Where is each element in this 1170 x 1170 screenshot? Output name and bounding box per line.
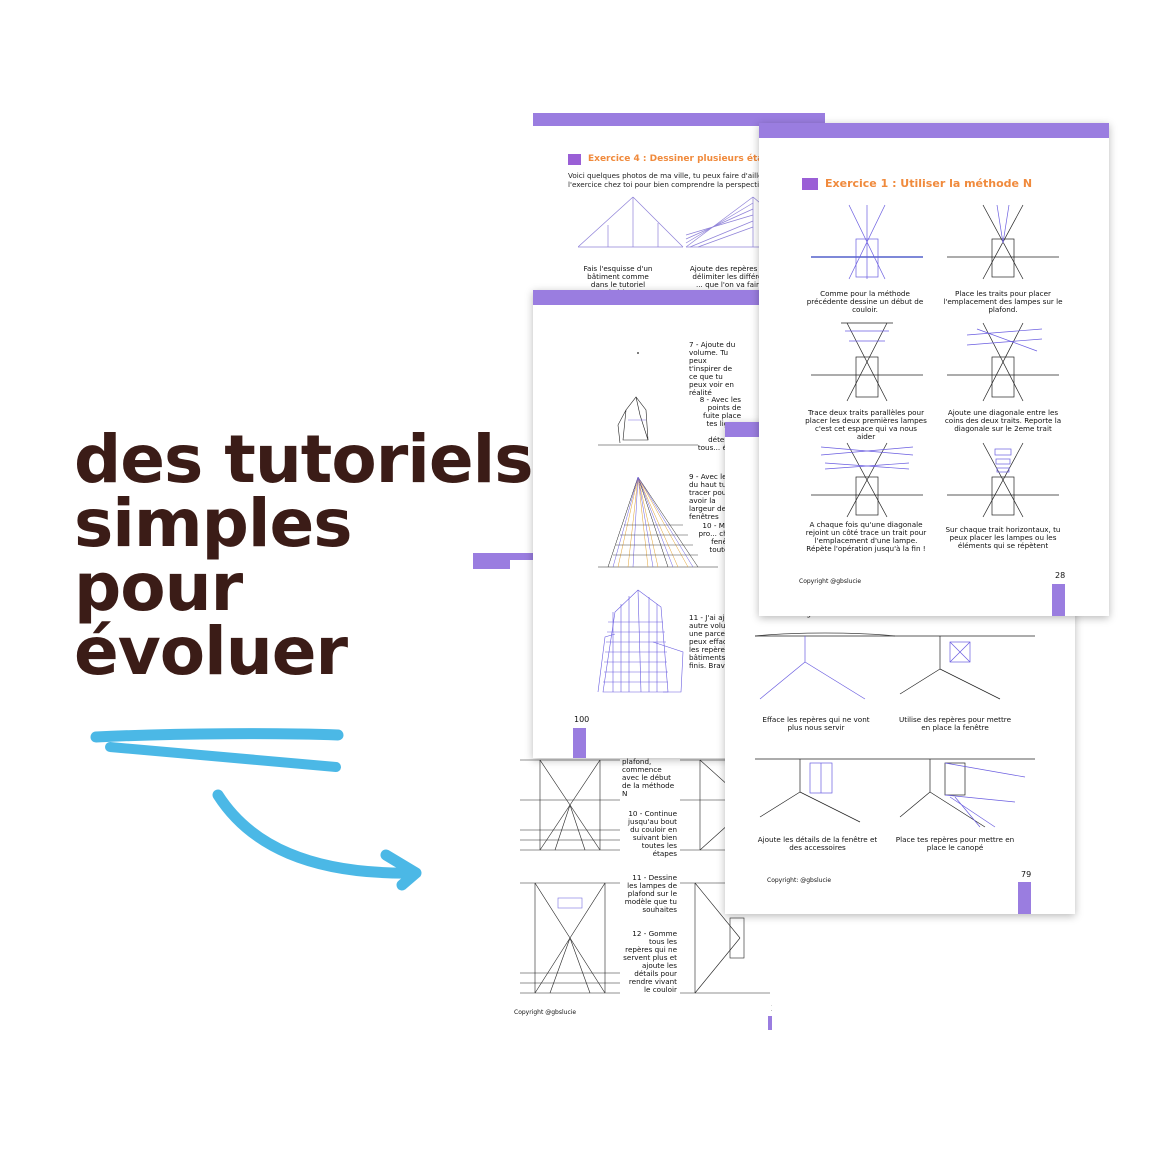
page-header-bar bbox=[533, 290, 783, 305]
corridor-sketch bbox=[520, 759, 620, 851]
page-header-bar bbox=[533, 113, 825, 126]
page-header-bar bbox=[725, 422, 763, 437]
copyright: Copyright: @gbslucie bbox=[767, 877, 832, 884]
headline-line-1: des tutoriels bbox=[74, 421, 534, 498]
page-number: 79 bbox=[1021, 870, 1032, 879]
headline: des tutoriels simples pour évoluer bbox=[74, 421, 534, 690]
perspective-sketch bbox=[755, 632, 895, 700]
building-sketch bbox=[598, 396, 698, 446]
corridor-sketch bbox=[811, 204, 923, 280]
page-number: 31 bbox=[771, 1004, 772, 1013]
step-text: 10 - Continue jusqu'au bout du couloir e… bbox=[628, 809, 677, 858]
page-header-bar bbox=[759, 123, 1109, 138]
page-28: Exercice 1 : Utiliser la méthode N Comme… bbox=[759, 123, 1109, 616]
page-number: 100 bbox=[574, 715, 590, 724]
corridor-sketch bbox=[947, 322, 1059, 402]
intro-line: l'exercice chez toi pour bien comprendre… bbox=[568, 180, 771, 189]
page-tab bbox=[1018, 882, 1031, 914]
intro-line: Voici quelques photos de ma ville, tu pe… bbox=[568, 171, 774, 180]
window-sketch bbox=[755, 758, 895, 823]
page-number: 28 bbox=[1055, 571, 1066, 580]
caption: Fais l'esquisse d'un bâtiment comme dans… bbox=[583, 264, 653, 294]
step-text: 11 - J'ai ajo... autre volu... une parce… bbox=[689, 613, 736, 670]
skyscraper-sketch bbox=[598, 476, 718, 568]
page-tab bbox=[768, 1016, 772, 1030]
arrow-icon bbox=[90, 728, 422, 891]
caption: Place tes repères pour mettre en place l… bbox=[895, 835, 1015, 852]
canopy-sketch bbox=[895, 758, 1035, 828]
caption: A chaque fois qu'une diagonale rejoint u… bbox=[805, 520, 927, 553]
caption: Sur chaque trait horizontaux, tu peux pl… bbox=[945, 525, 1061, 550]
title-marker bbox=[568, 154, 581, 165]
perspective-sketch bbox=[895, 635, 1035, 700]
exercise-title: Exercice 1 : Utiliser la méthode N bbox=[825, 177, 1033, 190]
exercise-title: Exercice 4 : Dessiner plusieurs étages bbox=[588, 154, 782, 164]
title-marker bbox=[802, 178, 818, 190]
page-tab bbox=[573, 728, 586, 758]
caption: Ajoute des repères pour délimiter les di… bbox=[689, 264, 777, 289]
page-tab bbox=[1052, 584, 1065, 616]
caption: Utilise des repères pour mettre en place… bbox=[898, 715, 1012, 732]
copyright: Copyright @gbslucie bbox=[514, 1009, 577, 1016]
caption: Efface les repères qui ne vont plus nous… bbox=[762, 715, 870, 732]
step-text: 7 - Ajoute du volume. Tu peux t'inspirer… bbox=[689, 340, 736, 397]
step-text: 12 - Gomme tous les repères qui ne serve… bbox=[623, 929, 677, 994]
step-text: plafond, commence avec le début de la mé… bbox=[622, 757, 675, 798]
copyright: Copyright @gbslucie bbox=[799, 578, 862, 585]
caption: Ajoute une diagonale entre les coins des… bbox=[944, 408, 1062, 433]
dot bbox=[637, 352, 639, 354]
corridor-sketch bbox=[811, 442, 923, 518]
headline-line-4: évoluer bbox=[74, 613, 348, 690]
corridor-sketch bbox=[947, 204, 1059, 280]
caption: Place les traits pour placer l'emplaceme… bbox=[943, 289, 1063, 314]
headline-line-2: simples bbox=[74, 485, 353, 562]
building-sketch bbox=[578, 196, 798, 248]
corridor-sketch bbox=[947, 442, 1059, 518]
caption: Ajoute les détails de la fenêtre et des … bbox=[757, 835, 878, 852]
step-text: 9 - Avec le... du haut tu... tracer pour… bbox=[689, 472, 734, 521]
corridor-sketch bbox=[520, 882, 620, 994]
caption: Comme pour la méthode précédente dessine… bbox=[806, 289, 924, 314]
corridor-sketch bbox=[811, 322, 923, 402]
step-text: 11 - Dessine les lampes de plafond sur l… bbox=[624, 873, 677, 914]
headline-line-3: pour bbox=[74, 549, 243, 626]
tower-sketch bbox=[597, 589, 684, 693]
caption: Trace deux traits parallèles pour placer… bbox=[805, 408, 927, 441]
